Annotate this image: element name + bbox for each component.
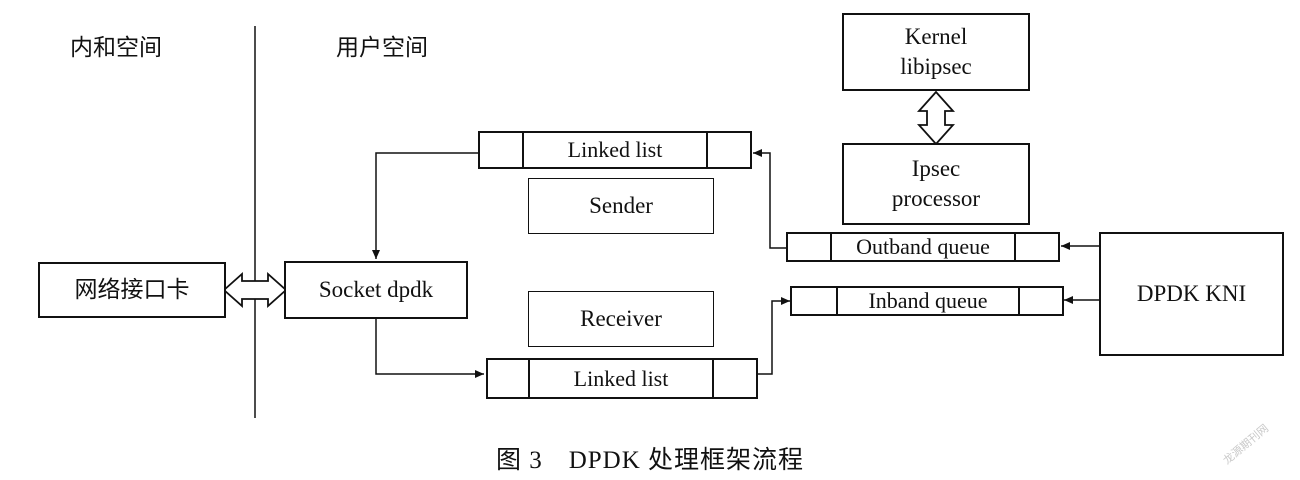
queue-cell xyxy=(480,133,524,167)
outband-to-linked-list-arrow xyxy=(753,149,786,249)
receiver-label: Receiver xyxy=(580,306,662,331)
kernel-label-line1: Kernel xyxy=(904,24,968,49)
linked-list-top: Linked list xyxy=(478,131,752,169)
linked-list-bottom: Linked list xyxy=(486,358,758,399)
linked-list-top-label: Linked list xyxy=(567,137,663,162)
nic-label: 网络接口卡 xyxy=(74,277,190,302)
queue-cell xyxy=(788,234,832,260)
socket-to-linked-list-arrow xyxy=(375,318,484,378)
inband-queue: Inband queue xyxy=(790,286,1064,316)
user-space-label: 用户空间 xyxy=(336,35,428,60)
queue-cell xyxy=(712,360,756,397)
nic-box: 网络接口卡 xyxy=(38,262,226,318)
socket-dpdk-label: Socket dpdk xyxy=(318,277,434,302)
queue-cell xyxy=(792,288,838,314)
outband-queue: Outband queue xyxy=(786,232,1060,262)
queue-cell xyxy=(1018,288,1062,314)
figure-caption: 图 3 DPDK 处理框架流程 xyxy=(495,447,805,474)
linked-list-bottom-label: Linked list xyxy=(573,365,669,391)
queue-cell xyxy=(706,133,750,167)
kernel-space-label: 内和空间 xyxy=(70,35,162,60)
sender-box: Sender xyxy=(528,178,714,234)
ipsec-label-line1: Ipsec xyxy=(911,156,961,181)
kernel-libipsec-box: Kernel libipsec xyxy=(842,13,1030,91)
kernel-label-line2: libipsec xyxy=(900,54,972,79)
dpdk-kni-box: DPDK KNI xyxy=(1099,232,1284,356)
ipsec-label-line2: processor xyxy=(891,186,981,211)
kernel-ipsec-double-arrow xyxy=(916,90,956,146)
inband-queue-label: Inband queue xyxy=(868,288,988,313)
queue-cell xyxy=(488,360,530,397)
receiver-box: Receiver xyxy=(528,291,714,347)
linked-list-to-inband-arrow xyxy=(758,297,790,375)
queue-cell xyxy=(1014,234,1058,260)
ipsec-processor-box: Ipsec processor xyxy=(842,143,1030,225)
linked-list-to-socket-arrow xyxy=(372,152,478,259)
outband-queue-label: Outband queue xyxy=(856,234,990,259)
socket-dpdk-box: Socket dpdk xyxy=(284,261,468,319)
dpdk-kni-label: DPDK KNI xyxy=(1136,281,1247,306)
sender-label: Sender xyxy=(589,193,653,218)
